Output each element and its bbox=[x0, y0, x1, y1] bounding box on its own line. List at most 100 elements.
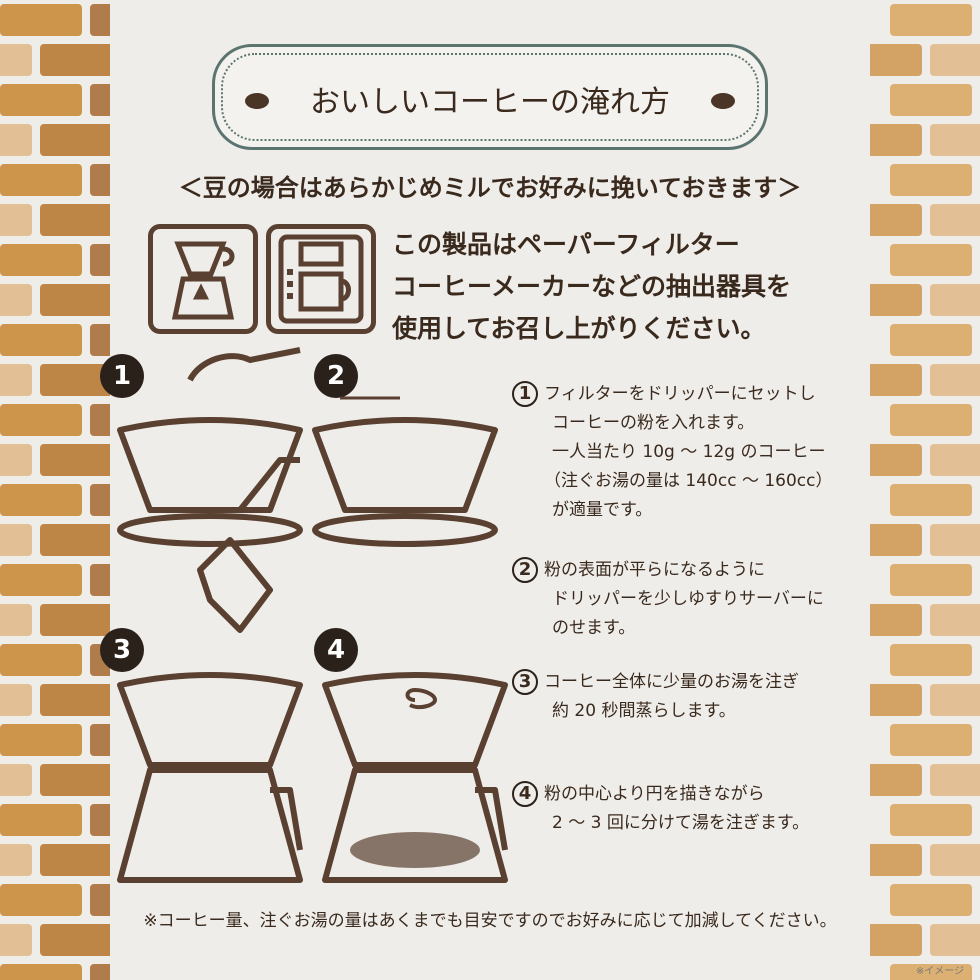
brick bbox=[890, 4, 972, 36]
brick bbox=[870, 764, 922, 796]
instruction-line: 一人当たり 10g ～ 12g のコーヒー bbox=[552, 442, 826, 462]
brick bbox=[0, 4, 82, 36]
brick bbox=[90, 884, 110, 916]
coffee-pot-liquid bbox=[350, 832, 480, 868]
brick bbox=[90, 164, 110, 196]
brick bbox=[890, 564, 972, 596]
brick bbox=[40, 444, 110, 476]
page-title: おいしいコーヒーの淹れ方 bbox=[310, 85, 670, 120]
intro-text: この製品はペーパーフィルター コーヒーメーカーなどの抽出器具を 使用してお召し上… bbox=[392, 224, 791, 350]
instruction-line: （注ぐお湯の量は 140cc ～ 160cc） bbox=[544, 471, 833, 491]
brick bbox=[870, 204, 922, 236]
coffee-maker-icon bbox=[266, 224, 376, 334]
brick bbox=[0, 404, 82, 436]
brick bbox=[930, 604, 980, 636]
brick bbox=[0, 444, 32, 476]
brick bbox=[930, 204, 980, 236]
brick bbox=[0, 844, 32, 876]
brick bbox=[90, 804, 110, 836]
instruction-line: 約 20 秒間蒸らします。 bbox=[552, 701, 736, 721]
brick bbox=[40, 924, 110, 956]
brick bbox=[890, 484, 972, 516]
brick bbox=[0, 924, 32, 956]
brick bbox=[870, 924, 922, 956]
image-note: ※イメージ bbox=[915, 966, 964, 977]
brick bbox=[890, 164, 972, 196]
instruction-3: 3 コーヒー全体に少量のお湯を注ぎ 約 20 秒間蒸らします。 bbox=[512, 668, 799, 726]
brick bbox=[870, 844, 922, 876]
brick bbox=[0, 244, 82, 276]
brick bbox=[40, 204, 110, 236]
brick bbox=[0, 124, 32, 156]
brick bbox=[930, 44, 980, 76]
brick bbox=[0, 884, 82, 916]
brick bbox=[0, 284, 32, 316]
step-number-2: 2 bbox=[314, 354, 358, 398]
brick bbox=[0, 44, 32, 76]
instruction-line: コーヒー全体に少量のお湯を注ぎ bbox=[544, 672, 799, 692]
instruction-line: 2 ～ 3 回に分けて湯を注ぎます。 bbox=[552, 813, 810, 833]
brick bbox=[90, 564, 110, 596]
brick bbox=[0, 804, 82, 836]
brick bbox=[930, 364, 980, 396]
brick bbox=[870, 684, 922, 716]
title-banner: おいしいコーヒーの淹れ方 bbox=[212, 44, 768, 150]
brick bbox=[890, 404, 972, 436]
circle-number: 2 bbox=[512, 557, 538, 583]
brick bbox=[890, 724, 972, 756]
brick bbox=[40, 844, 110, 876]
brick bbox=[90, 244, 110, 276]
brick bbox=[890, 964, 972, 980]
brick bbox=[90, 724, 110, 756]
brick bbox=[0, 484, 82, 516]
step-number-1: 1 bbox=[100, 354, 144, 398]
brick bbox=[40, 284, 110, 316]
brick bbox=[0, 324, 82, 356]
instruction-line: のせます。 bbox=[552, 618, 636, 638]
brick bbox=[890, 84, 972, 116]
brick bbox=[930, 124, 980, 156]
brick bbox=[0, 364, 32, 396]
brewing-illustrations bbox=[117, 347, 508, 883]
brick bbox=[930, 524, 980, 556]
brick bbox=[890, 804, 972, 836]
instruction-line: フィルターをドリッパーにセットし bbox=[544, 384, 816, 404]
brick bbox=[890, 244, 972, 276]
brick bbox=[90, 404, 110, 436]
step-number-3: 3 bbox=[100, 628, 144, 672]
dripper-step3 bbox=[117, 672, 303, 768]
brick bbox=[40, 44, 110, 76]
brick-wall-right bbox=[870, 0, 980, 980]
instruction-line: ドリッパーを少しゆすりサーバーに bbox=[552, 589, 824, 609]
brick bbox=[870, 604, 922, 636]
instruction-line: が適量です。 bbox=[552, 500, 653, 520]
scoop-icon bbox=[187, 347, 301, 382]
intro-line: この製品はペーパーフィルター bbox=[392, 230, 740, 259]
brick bbox=[90, 84, 110, 116]
kettle-icon bbox=[197, 537, 273, 633]
step-number-4: 4 bbox=[314, 628, 358, 672]
brick bbox=[930, 924, 980, 956]
brick bbox=[0, 724, 82, 756]
circle-number: 3 bbox=[512, 669, 538, 695]
brick bbox=[0, 164, 82, 196]
brick bbox=[870, 364, 922, 396]
subtitle: ＜豆の場合はあらかじめミルでお好みに挽いておきます＞ bbox=[178, 174, 802, 202]
brick bbox=[0, 84, 82, 116]
coffee-bean-icon bbox=[245, 93, 269, 109]
brick bbox=[870, 284, 922, 316]
footnote: ※コーヒー量、注ぐお湯の量はあくまでも目安ですのでお好みに応じて加減してください… bbox=[143, 911, 837, 931]
circle-number: 4 bbox=[512, 781, 538, 807]
brick bbox=[40, 524, 110, 556]
brick bbox=[930, 284, 980, 316]
coffee-bean-icon bbox=[711, 93, 735, 109]
brick bbox=[40, 364, 110, 396]
brick bbox=[0, 564, 82, 596]
brick bbox=[40, 604, 110, 636]
intro-line: コーヒーメーカーなどの抽出器具を bbox=[392, 272, 792, 301]
brick bbox=[930, 764, 980, 796]
brick bbox=[90, 324, 110, 356]
brick-wall-left bbox=[0, 0, 110, 980]
